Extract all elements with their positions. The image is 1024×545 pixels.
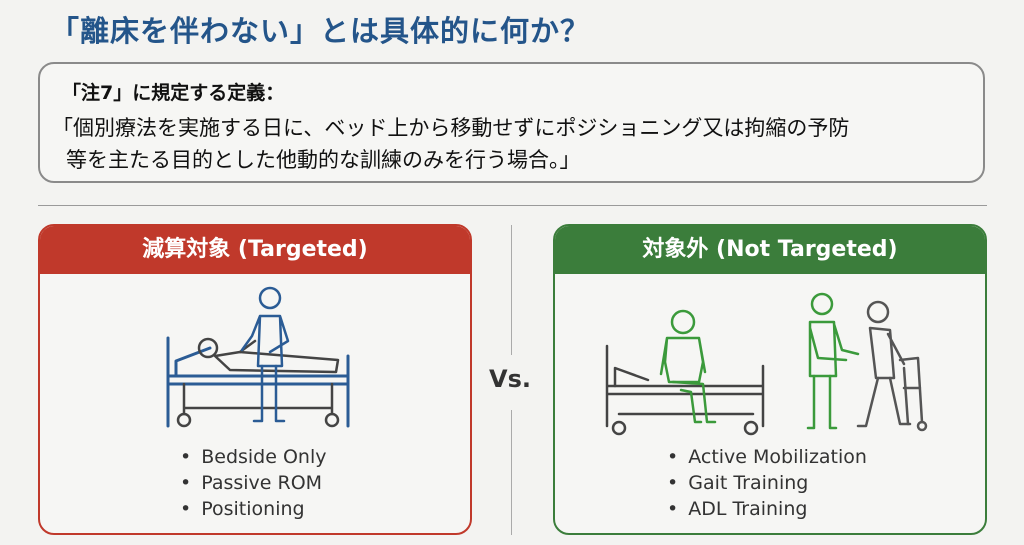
nurse-walker-gait-icon (806, 292, 928, 432)
definition-heading: 「注7」に規定する定義： (62, 82, 285, 104)
not-targeted-list: Active Mobilization Gait Training ADL Tr… (667, 444, 867, 522)
list-item: Bedside Only (180, 444, 326, 470)
vertical-divider-bottom (511, 410, 512, 535)
definition-box: 「注7」に規定する定義： 「個別療法を実施する日に、ベッド上から移動せずにポジシ… (38, 62, 985, 183)
definition-text-line-2: 等を主たる目的とした他動的な訓練のみを行う場合。」 (66, 148, 581, 172)
vertical-divider-top (511, 225, 512, 355)
patient-sitting-bed-icon (605, 309, 765, 436)
vs-label: Vs. (489, 365, 531, 393)
list-item: ADL Training (667, 496, 867, 522)
targeted-card: 減算対象 (Targeted) Bedside Only Passive ROM… (38, 224, 472, 535)
list-item: Gait Training (667, 470, 867, 496)
list-item: Positioning (180, 496, 327, 522)
targeted-list: Bedside Only Passive ROM Positioning (180, 444, 327, 522)
list-item: Active Mobilization (667, 444, 867, 470)
page-title: 「離床を伴わない」とは具体的に何か？ (50, 14, 591, 48)
definition-text-line-1: 「個別療法を実施する日に、ベッド上から移動せずにポジショニング又は拘縮の予防 (52, 116, 850, 140)
divider (38, 205, 987, 206)
not-targeted-card: 対象外 (Not Targeted) Active Mobilization (553, 224, 987, 535)
nurse-passive-rom-bed-icon (166, 286, 350, 428)
targeted-header: 減算対象 (Targeted) (40, 226, 470, 274)
list-item: Passive ROM (180, 470, 327, 496)
not-targeted-header: 対象外 (Not Targeted) (555, 226, 985, 274)
